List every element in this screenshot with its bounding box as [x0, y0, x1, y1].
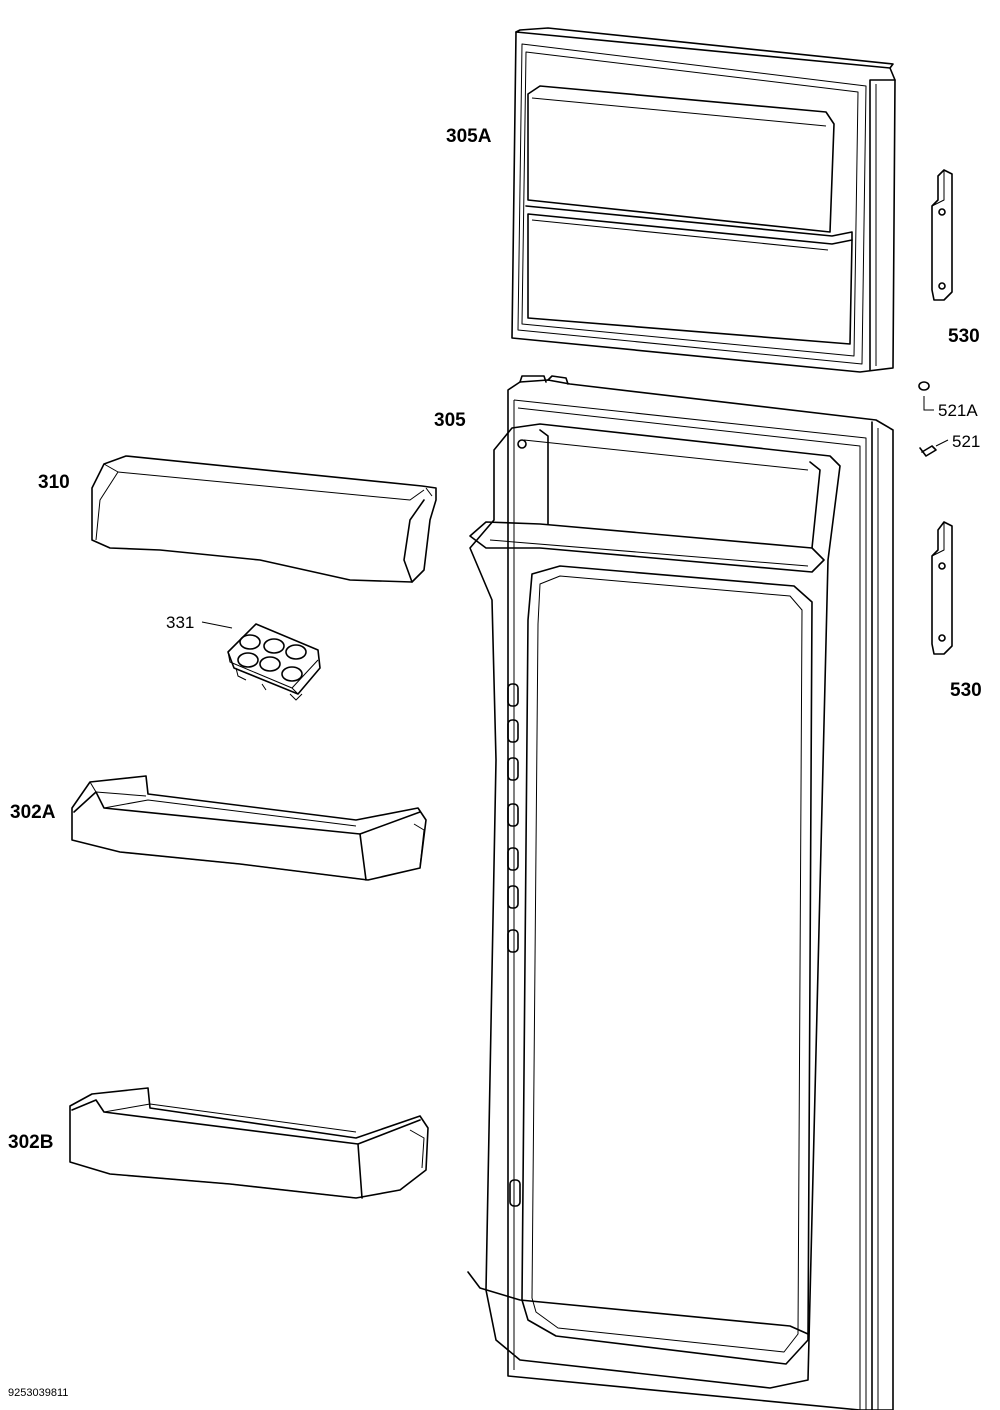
label-302b: 302B	[8, 1132, 53, 1153]
shelf-slots	[507, 683, 521, 1207]
hinge-plate-top-part	[931, 169, 953, 301]
door-shelf-a-part	[71, 775, 427, 881]
freezer-door-part	[511, 27, 896, 373]
screw-part	[919, 439, 949, 457]
butter-cover-part	[91, 455, 437, 583]
egg-tray-part	[201, 621, 321, 701]
drawing-id: 9253039811	[8, 1387, 68, 1399]
label-331: 331	[166, 613, 194, 632]
label-521: 521	[952, 432, 980, 451]
door-shelf-b-part	[69, 1087, 429, 1199]
label-521a: 521A	[938, 401, 978, 420]
washer-part	[918, 381, 934, 411]
label-305a: 305A	[446, 126, 492, 147]
main-door-part	[467, 375, 894, 1410]
label-302a: 302A	[10, 802, 56, 823]
label-310: 310	[38, 472, 70, 493]
label-530-top: 530	[948, 326, 980, 347]
label-305: 305	[434, 410, 466, 431]
label-530-bottom: 530	[950, 680, 982, 701]
hinge-plate-bottom-part	[931, 521, 953, 655]
